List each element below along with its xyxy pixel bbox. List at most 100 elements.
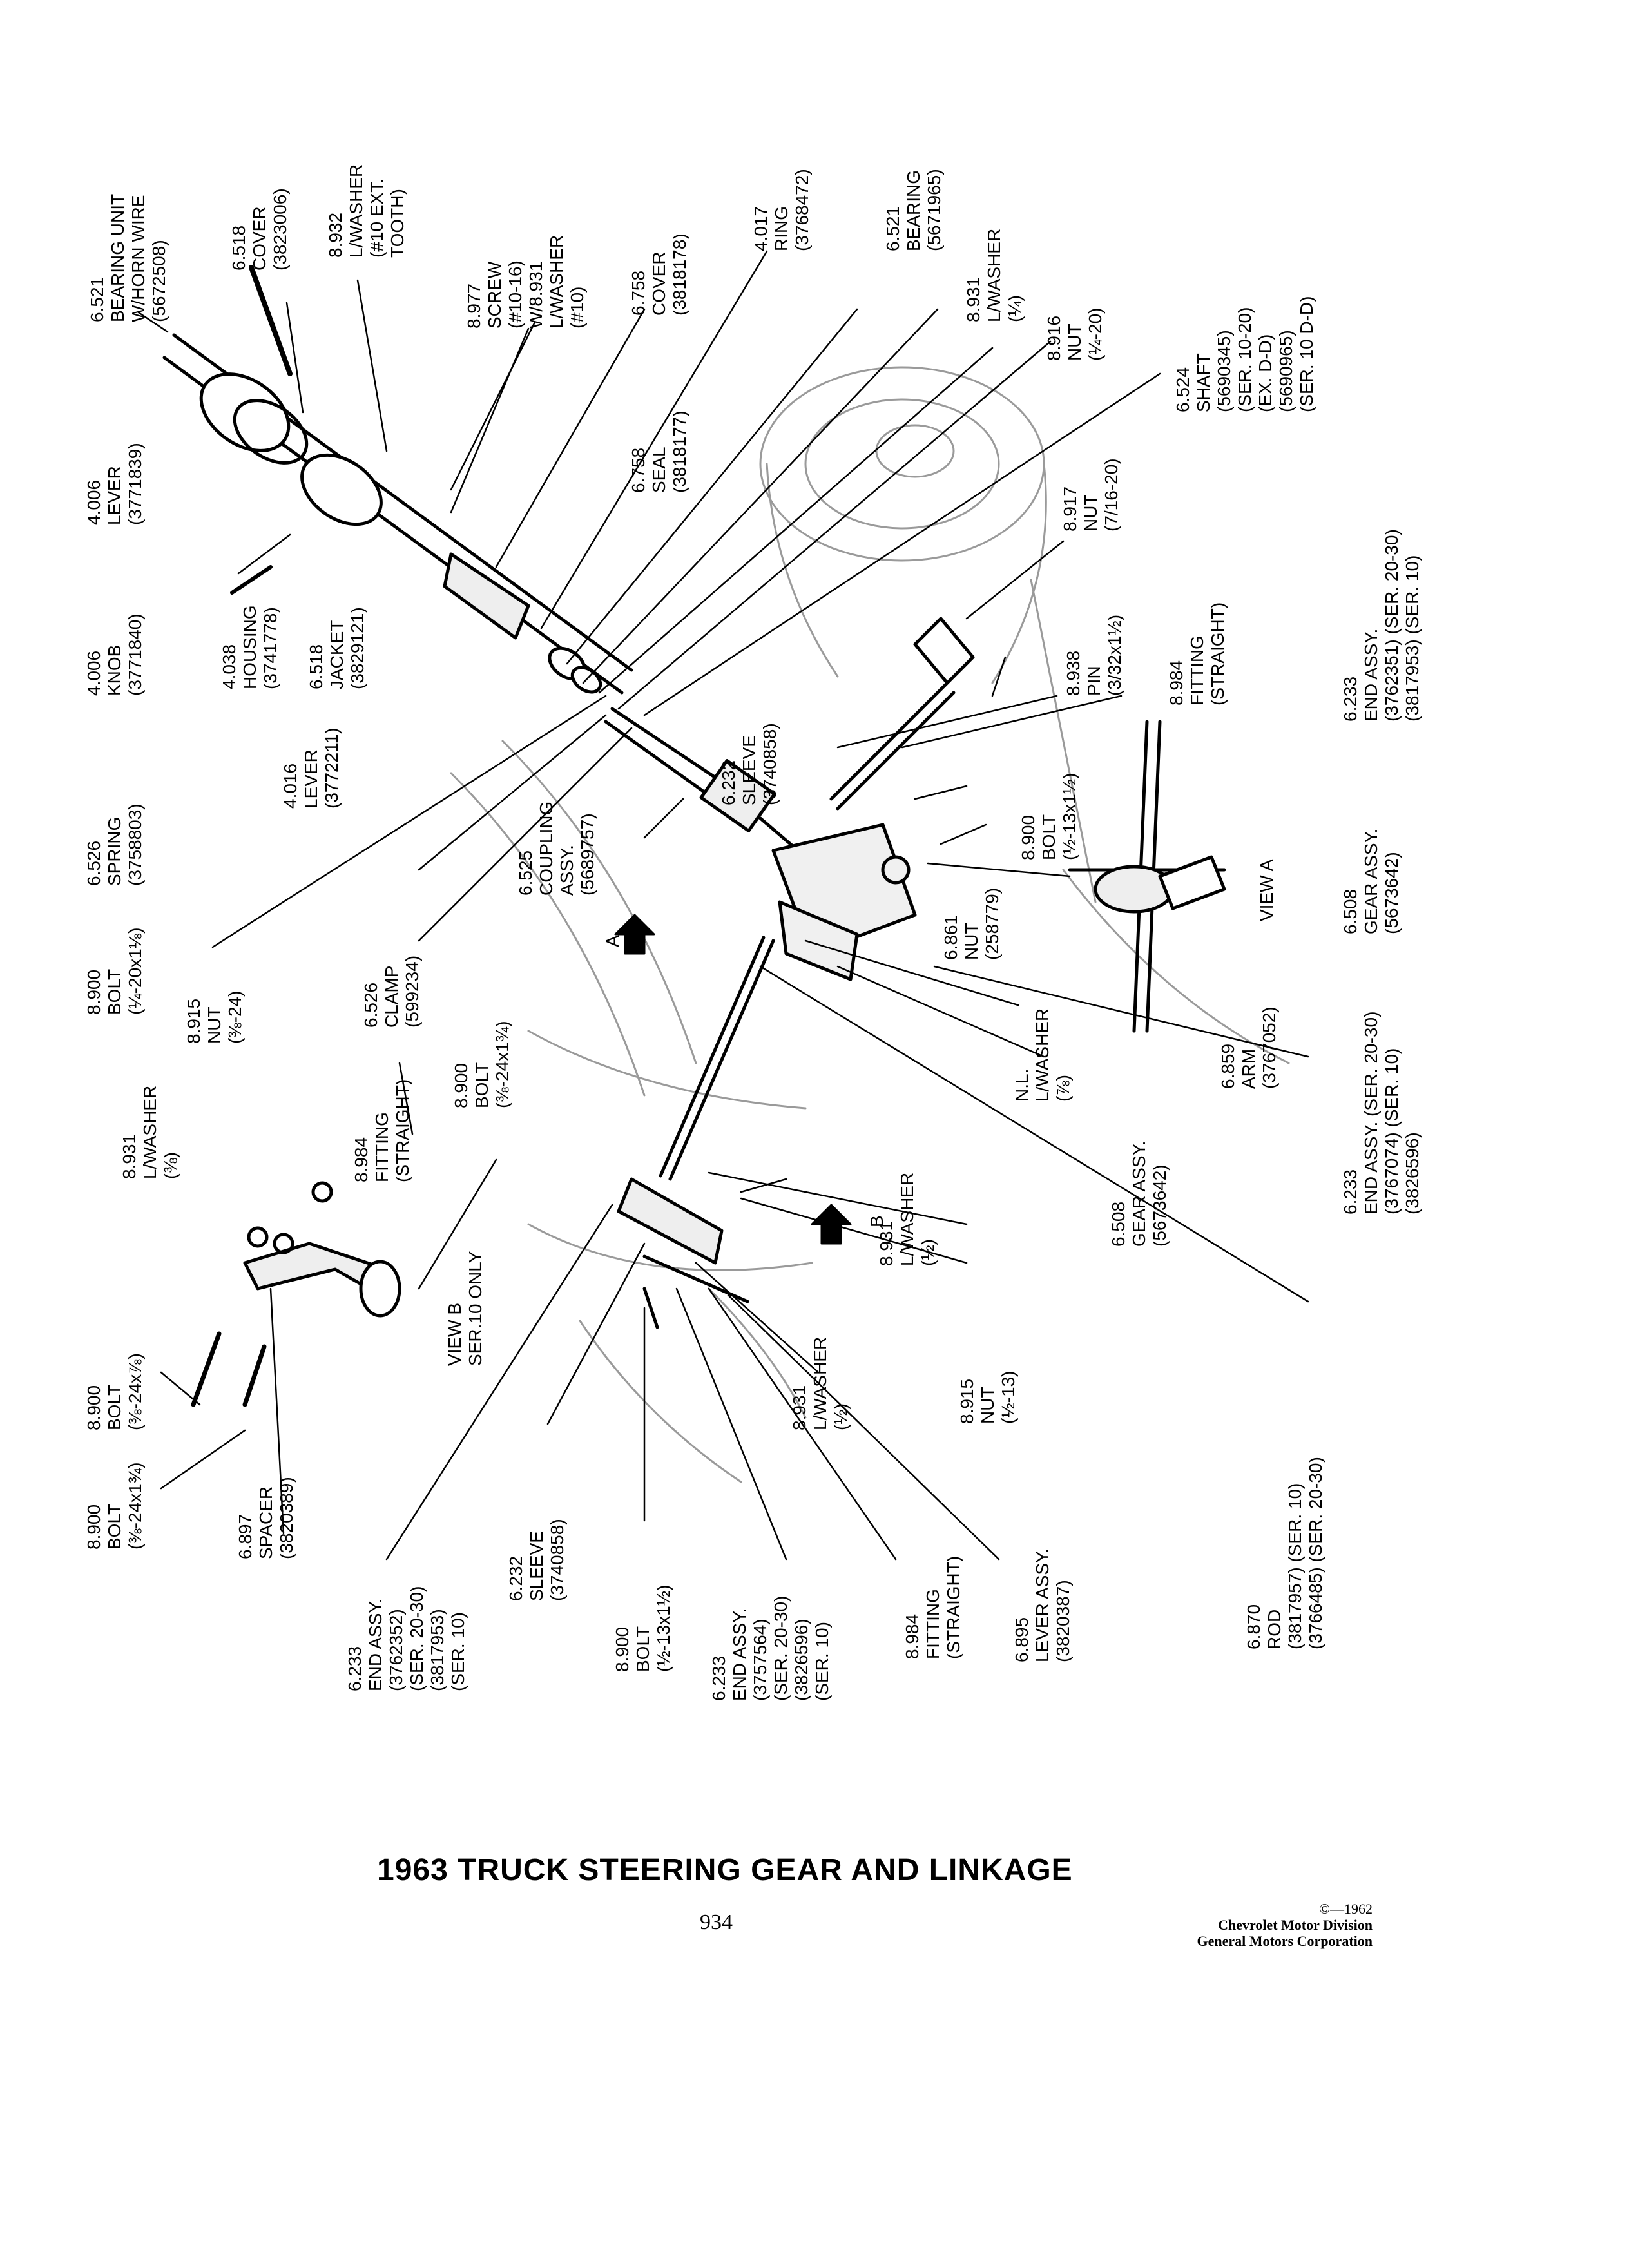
callout-line: (3/32x1½) [1104,614,1124,696]
callout-line: (3817953) (SER. 10) [1402,555,1422,722]
callout-line: 6.897 [235,1514,255,1559]
callout-line: 6.232 [718,760,738,805]
callout-line: 6.861 [941,914,961,960]
view-a-arrow-label: A [602,935,622,947]
callout-line: LEVER [301,749,321,809]
callout-line: NUT [1081,494,1101,532]
callout-line: 8.900 [451,1062,471,1108]
callout-line: (STRAIGHT) [392,1079,412,1182]
callout-line: (3771840) [125,613,145,696]
callout-line: 6.233 [1340,676,1360,722]
callout-line: (3818178) [670,233,689,316]
intermediate-shaft [604,707,807,859]
callout-line: TOOTH) [387,189,407,258]
page-number: 934 [700,1910,733,1934]
callout-line: (SER. 10) [448,1612,468,1691]
callout-line: 4.038 [219,644,239,689]
callout-line: BOLT [104,1503,124,1550]
callout-line: (258779) [982,887,1002,960]
callout-line: (3817953) [427,1609,447,1691]
callout-line: NUT [204,1006,224,1044]
callout-line: COVER [649,251,669,316]
callout-line: (SER. 20-30) [407,1586,427,1691]
callout-line: (⅜) [160,1152,180,1179]
callout-line: ROD [1264,1609,1284,1649]
callout-line: SPACER [256,1486,276,1559]
callout-line: L/WASHER [1032,1008,1052,1102]
callout-line: (5689757) [577,813,597,896]
callout-line: 4.017 [751,206,771,251]
callout-line: (#10-16) [505,260,525,329]
callout-line: N.L. [1012,1068,1032,1102]
callout-line: (3758803) [125,803,145,886]
callout-line: 8.900 [84,969,104,1015]
callout-line: 8.984 [902,1613,922,1659]
callout-line: (3762351) (SER. 20-30) [1382,529,1402,722]
callout-line: BEARING UNIT [108,193,128,322]
callout-line: (7/16-20) [1101,458,1121,532]
callout-line: 8.917 [1060,486,1080,532]
callout-line: FITTING [923,1589,943,1659]
callout-line: (3771839) [125,443,145,525]
corporation-line: General Motors Corporation [1197,1933,1373,1949]
callout-line: (SER. 20-30) [771,1595,791,1701]
callout-line: L/WASHER [346,164,366,258]
callout-line: 6.758 [628,447,648,493]
callout-line: 8.900 [84,1385,104,1430]
callout-line: (5673642) [1150,1164,1170,1247]
callout-line: 8.900 [612,1626,632,1672]
callout-line: (½-13x1½) [653,1584,673,1672]
callout-line: 8.977 [464,283,484,329]
callout-line: RING [771,206,791,251]
callout-line: COVER [249,206,269,271]
callout-line: BOLT [104,968,124,1015]
callout-line: 6.525 [516,850,535,896]
callout-line: L/WASHER [810,1336,830,1430]
callout-line: (STRAIGHT) [1208,602,1228,706]
callout-line: L/WASHER [897,1172,917,1266]
callout-line: COUPLING [536,801,556,896]
callout-line: (3766485) (SER. 20-30) [1306,1457,1325,1649]
callout-line: (3767052) [1259,1006,1279,1089]
callout-line: 8.915 [957,1378,977,1424]
callout-line: 6.508 [1340,889,1360,934]
callout-line: VIEW B [445,1302,465,1366]
callout-line: FITTING [1187,635,1207,706]
view-indicator-arrows [614,914,852,1245]
callout-line: (3740858) [760,723,780,805]
callout-line: END ASSY. (SER. 20-30) [1361,1011,1381,1215]
callout-line: PIN [1084,666,1104,696]
callout-line: NUT [961,923,981,960]
callout-line: 8.900 [84,1504,104,1550]
callout-line: (½) [831,1403,851,1430]
callout-line: 8.932 [325,212,345,258]
callout-line: SHAFT [1193,353,1213,412]
callout-line: 6.895 [1012,1617,1032,1662]
callout-line: 6.524 [1173,367,1193,412]
callout-line: (½-13x1½) [1059,773,1079,860]
leader-lines [137,250,1309,1561]
callout-line: BEARING [903,169,923,251]
callout-line: 6.521 [87,276,107,322]
callout-line: 6.508 [1108,1201,1128,1247]
callout-line: (3740858) [547,1519,567,1601]
